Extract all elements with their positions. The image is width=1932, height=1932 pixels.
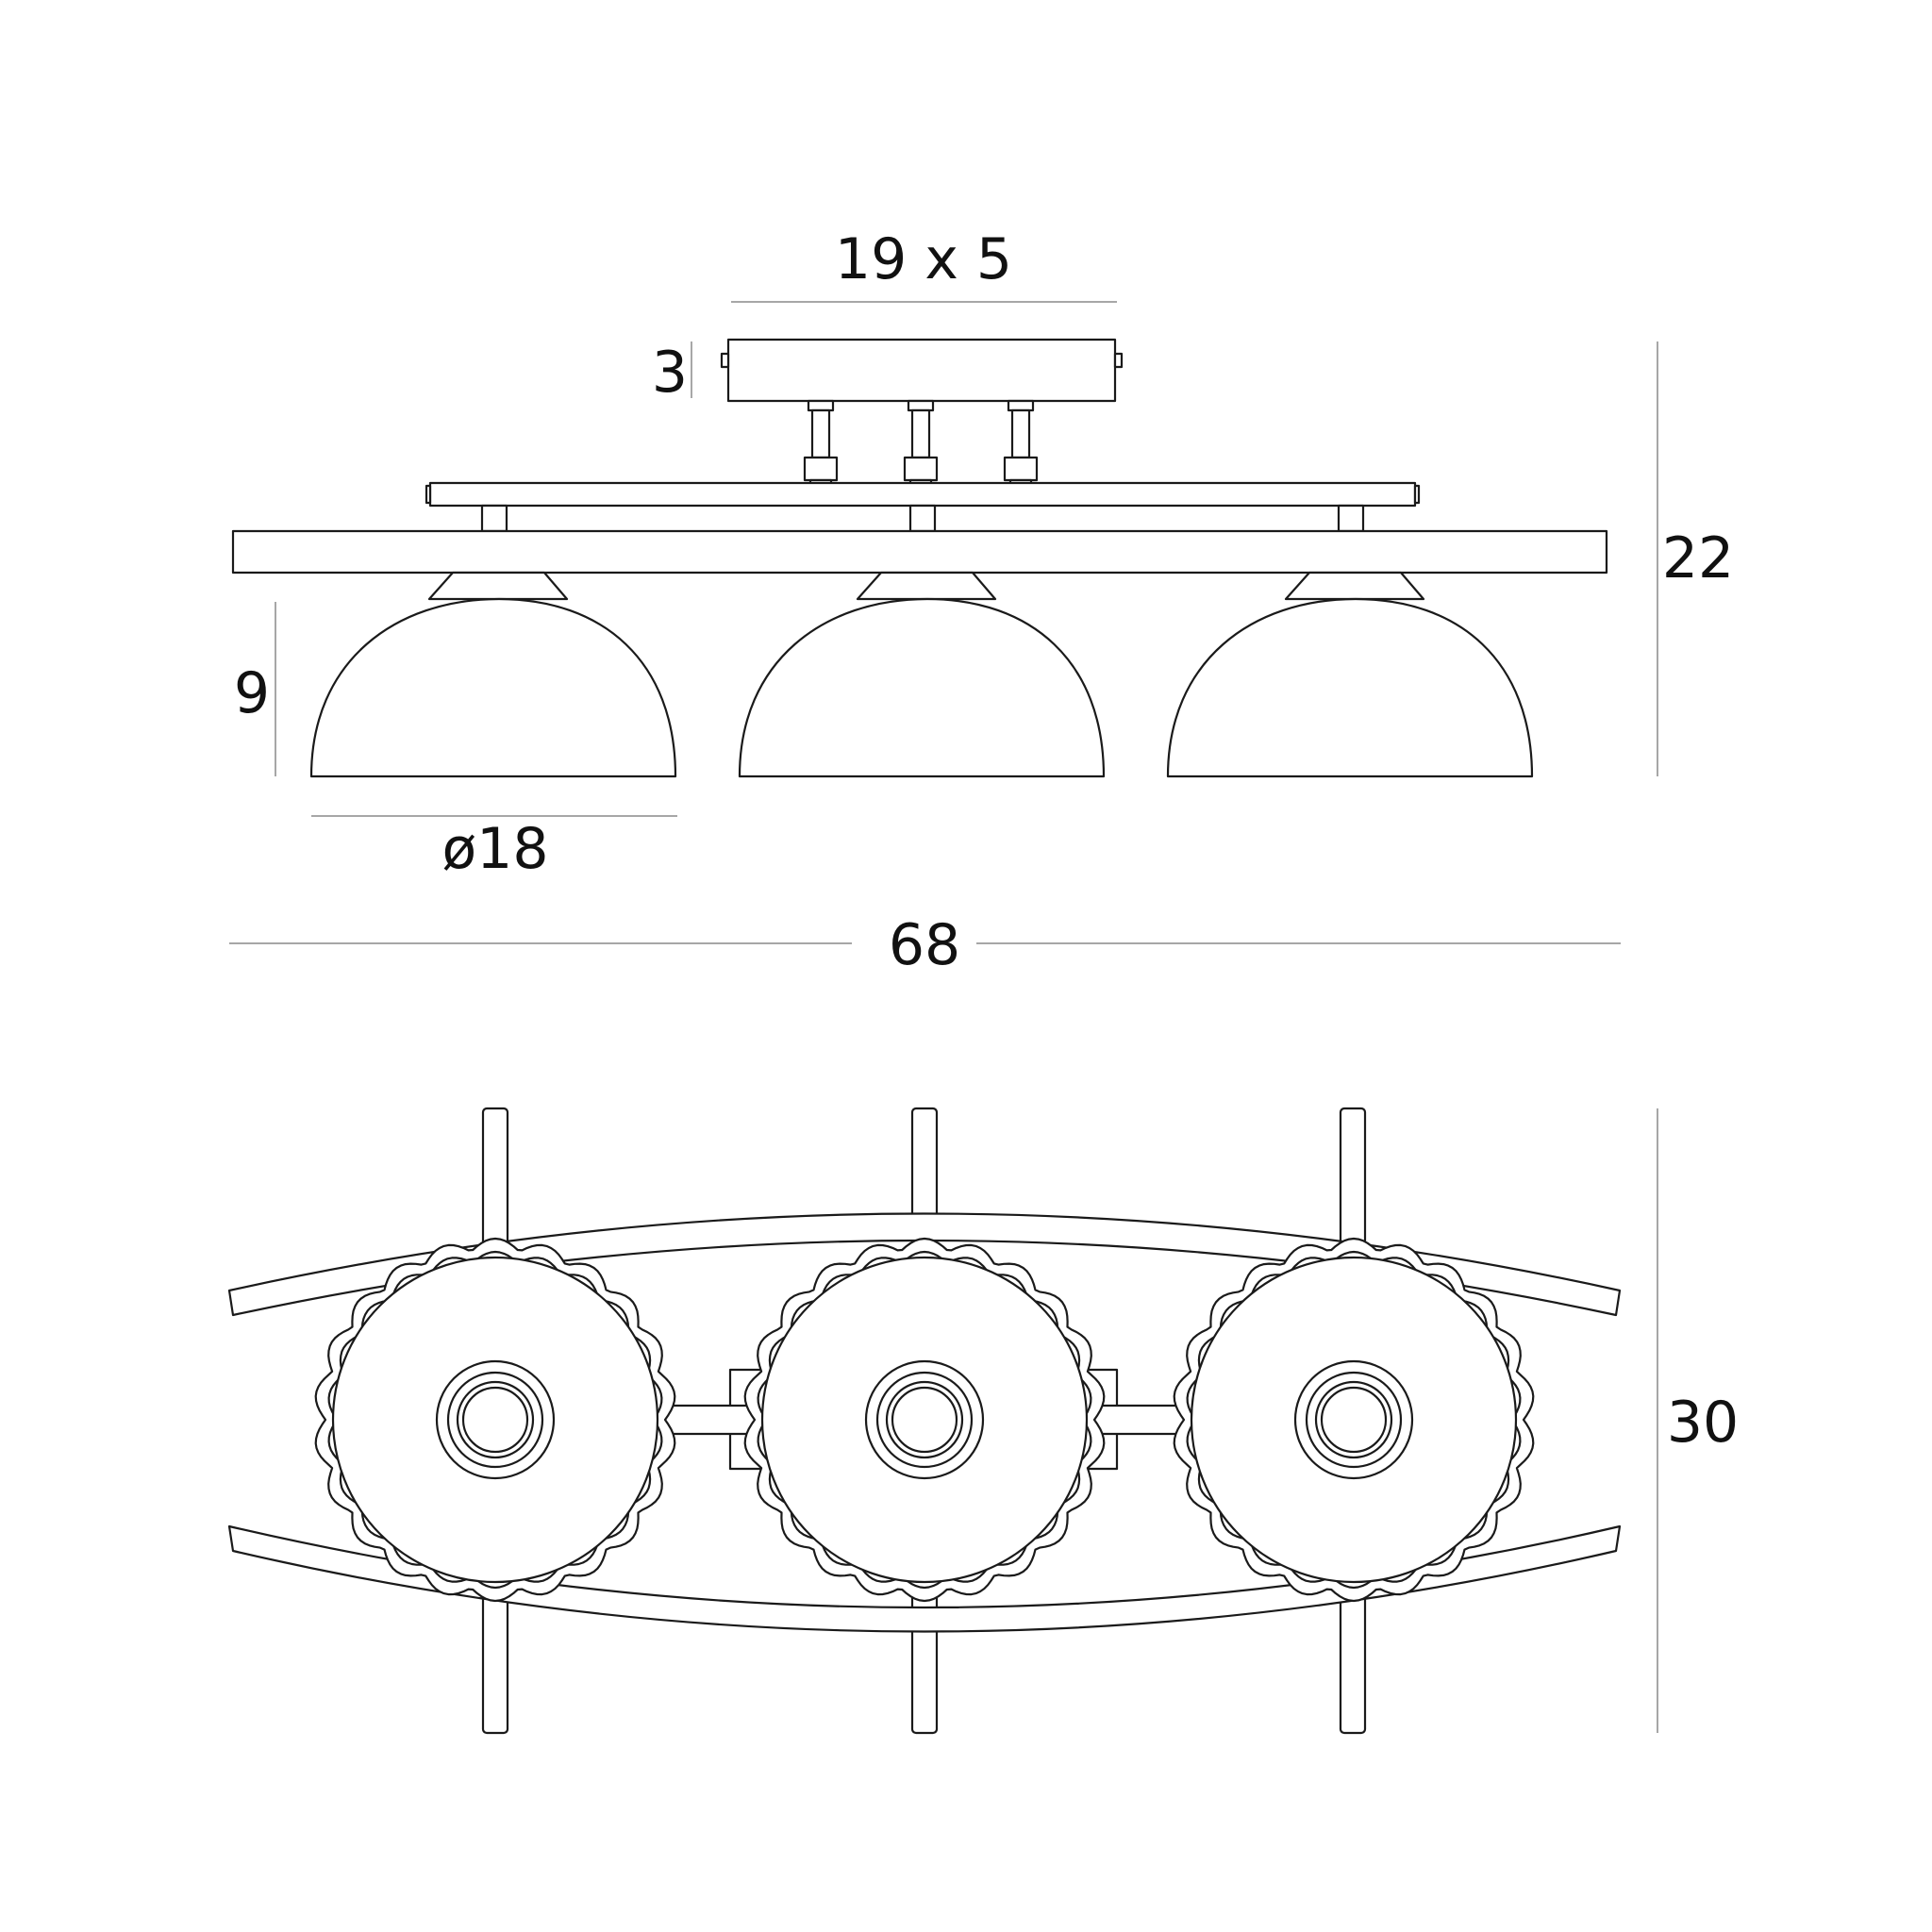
socket-ring bbox=[1305, 1371, 1403, 1469]
dome-shade bbox=[1166, 571, 1534, 778]
top-shade bbox=[743, 1237, 1106, 1603]
ceiling-canopy bbox=[726, 338, 1117, 403]
support-rod bbox=[903, 399, 939, 490]
dome-shade bbox=[309, 571, 677, 778]
canopy-screw-left bbox=[720, 352, 730, 369]
bulb-socket bbox=[891, 1386, 958, 1454]
shade-diameter-label: ø18 bbox=[441, 816, 548, 882]
bar-connector bbox=[908, 504, 937, 533]
support-rod bbox=[1003, 399, 1039, 490]
total-height-label: 22 bbox=[1662, 525, 1734, 591]
total-depth-label: 30 bbox=[1667, 1390, 1739, 1456]
bulb-socket bbox=[461, 1386, 529, 1454]
top-shade bbox=[1173, 1237, 1535, 1603]
canopy-screw-right bbox=[1113, 352, 1124, 369]
dome-shade bbox=[738, 571, 1106, 778]
socket-outer-ring bbox=[435, 1359, 556, 1480]
socket-outer-ring bbox=[864, 1359, 985, 1480]
frame-end-cap bbox=[425, 484, 432, 505]
total-length-label: 68 bbox=[889, 912, 960, 978]
shade-group bbox=[314, 1237, 1535, 1603]
bar-connector bbox=[1337, 504, 1365, 533]
frame-end-cap bbox=[1413, 484, 1421, 505]
shade-height-label: 9 bbox=[234, 660, 270, 726]
socket-ring bbox=[875, 1371, 974, 1469]
socket-ring bbox=[1314, 1380, 1393, 1459]
canopy-size-label: 19 x 5 bbox=[835, 226, 1012, 292]
socket-ring bbox=[885, 1380, 964, 1459]
socket-ring bbox=[446, 1371, 544, 1469]
body-connector bbox=[658, 1404, 766, 1436]
top-view: 30 bbox=[227, 1107, 1739, 1735]
lower-main-bar bbox=[231, 529, 1608, 575]
socket-outer-ring bbox=[1293, 1359, 1414, 1480]
side-view: 19 x 5 3 22 9 ø18 68 bbox=[229, 226, 1734, 978]
canopy-height-label: 3 bbox=[652, 340, 688, 406]
socket-ring bbox=[456, 1380, 535, 1459]
upper-curved-arm bbox=[227, 1212, 1622, 1317]
upper-frame-bar bbox=[428, 481, 1417, 508]
top-shade bbox=[314, 1237, 676, 1603]
lower-curved-arm bbox=[227, 1524, 1622, 1633]
bulb-socket bbox=[1320, 1386, 1388, 1454]
support-rod bbox=[803, 399, 839, 490]
bar-connector bbox=[480, 504, 508, 533]
